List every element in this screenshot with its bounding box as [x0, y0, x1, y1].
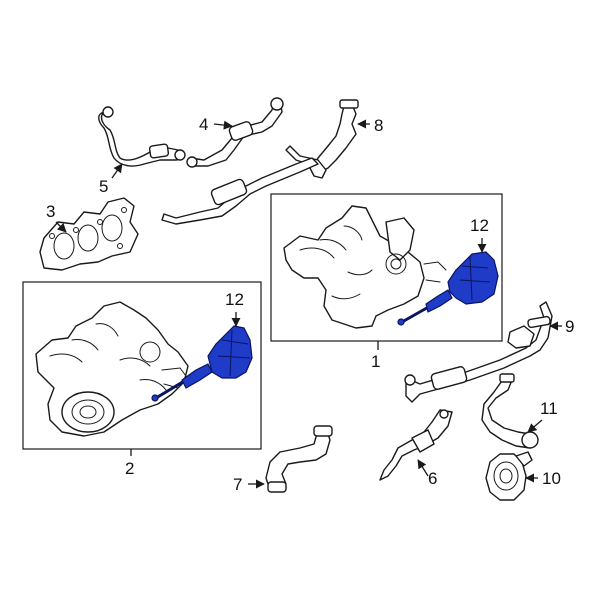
part-7-hose[interactable]: [265, 425, 333, 493]
callout-7: 7: [233, 475, 242, 494]
callout-6: 6: [428, 469, 437, 488]
callout-12-left: 12: [225, 290, 244, 309]
part-9-coolant-pipe[interactable]: [404, 301, 553, 403]
callout-9: 9: [565, 317, 574, 336]
part-12-actuator-left[interactable]: [151, 325, 253, 402]
leader-5: [111, 163, 123, 179]
assembly-1-box: [270, 193, 503, 350]
part-1-turbocharger[interactable]: [283, 205, 447, 329]
leader-4: [213, 120, 233, 130]
leader-11: [527, 419, 543, 433]
callout-2: 2: [125, 459, 134, 478]
leader-6: [417, 459, 429, 477]
upper-coolant-pipe: [161, 157, 319, 225]
callout-4: 4: [199, 115, 208, 134]
callout-3: 3: [46, 202, 55, 221]
callout-8: 8: [374, 116, 383, 135]
part-5-oil-line[interactable]: [98, 106, 186, 167]
callout-10: 10: [542, 469, 561, 488]
assembly-2-box: [22, 281, 262, 456]
part-2-turbocharger[interactable]: [35, 301, 189, 437]
part-4-oil-line[interactable]: [186, 97, 284, 168]
part-8-coolant-line[interactable]: [285, 99, 359, 179]
part-3-gasket[interactable]: [39, 197, 139, 271]
callout-5: 5: [99, 177, 108, 196]
part-11-oil-line[interactable]: [481, 373, 539, 449]
part-6-bracket-line[interactable]: [379, 409, 453, 481]
part-12-actuator-right[interactable]: [397, 251, 499, 326]
callout-1: 1: [371, 352, 380, 371]
leader-3: [55, 221, 67, 233]
callout-12-right: 12: [470, 216, 489, 235]
part-10-pump[interactable]: [485, 451, 533, 501]
callout-11: 11: [540, 399, 558, 418]
